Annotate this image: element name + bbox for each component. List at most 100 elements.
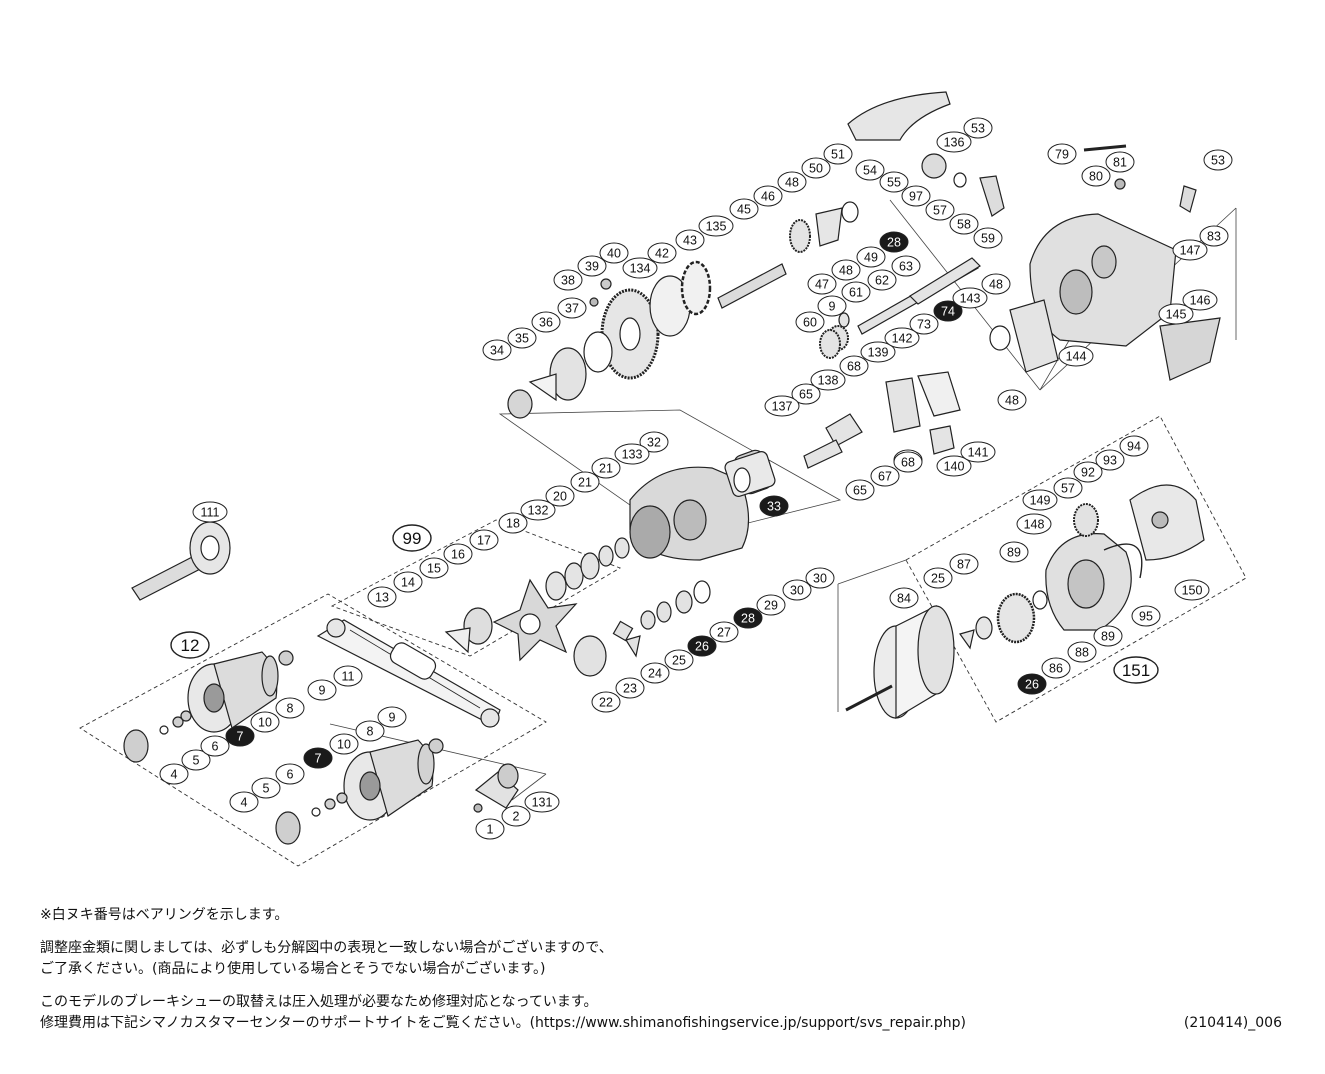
callout-25: 25 (664, 649, 694, 671)
callout-45: 45 (729, 198, 759, 220)
callout-132-label: 132 (528, 504, 549, 518)
callout-50-bubble (801, 157, 831, 179)
callout-145-label: 145 (1166, 308, 1187, 322)
callout-144-label: 144 (1066, 350, 1087, 364)
callout-53-19: 53 (1203, 149, 1233, 171)
callout-135-bubble (698, 215, 734, 237)
callout-12: 12 (170, 631, 210, 659)
repair-note-line-1: このモデルのブレーキシューの取替えは圧入処理が必要なため修理対応となっています。 (40, 994, 598, 1010)
callout-146-label: 146 (1190, 294, 1211, 308)
callout-20: 20 (545, 485, 575, 507)
callout-25-label: 25 (931, 572, 945, 586)
callout-37: 37 (557, 297, 587, 319)
bearing-note: ※白ヌキ番号はベアリングを示します。 (40, 907, 289, 923)
callout-144-bubble (1058, 345, 1094, 367)
callout-141: 141 (960, 441, 996, 463)
callout-134-bubble (622, 257, 658, 279)
callout-11: 11 (333, 665, 363, 687)
callout-50: 50 (801, 157, 831, 179)
callout-35-bubble (507, 327, 537, 349)
callout-36-bubble (531, 311, 561, 333)
callout-30: 30 (782, 579, 812, 601)
callout-18: 18 (498, 512, 528, 534)
callout-7-label: 7 (315, 752, 322, 766)
callout-23-bubble (615, 677, 645, 699)
callout-65-label: 65 (853, 484, 867, 498)
callout-95: 95 (1131, 605, 1161, 627)
callout-61-bubble (841, 281, 871, 303)
callout-133-bubble (614, 443, 650, 465)
frame (1029, 144, 1221, 381)
wrench-tool (131, 521, 231, 601)
callout-34-label: 34 (490, 344, 504, 358)
callout-79-bubble (1047, 143, 1077, 165)
callout-21-label: 21 (578, 476, 592, 490)
callout-40: 40 (599, 242, 629, 264)
callout-15-label: 15 (427, 562, 441, 576)
callout-48-label: 48 (839, 264, 853, 278)
callout-48-label: 48 (785, 176, 799, 190)
callout-89-bubble (1093, 625, 1123, 647)
callout-8: 8 (275, 697, 305, 719)
callout-89: 89 (999, 541, 1029, 563)
callout-1-bubble (475, 818, 505, 840)
callout-33: 33 (759, 495, 789, 517)
callout-143-bubble (952, 287, 988, 309)
callout-25-bubble (664, 649, 694, 671)
callout-60-label: 60 (803, 316, 817, 330)
callout-7-label: 7 (237, 730, 244, 744)
callout-39-bubble (577, 255, 607, 277)
callout-133-label: 133 (622, 448, 643, 462)
callout-14-label: 14 (401, 576, 415, 590)
callout-138-label: 138 (818, 374, 839, 388)
group-boundaries (79, 415, 1247, 867)
callout-51: 51 (823, 143, 853, 165)
callout-65-bubble (791, 383, 821, 405)
callout-74: 74 (933, 300, 963, 322)
callout-15-bubble (419, 557, 449, 579)
callout-24-bubble (640, 662, 670, 684)
callout-87: 87 (949, 553, 979, 575)
callout-73-bubble (909, 313, 939, 335)
callout-9: 9 (307, 679, 337, 701)
drive-shaft-parts (573, 580, 711, 677)
callout-23-label: 23 (623, 682, 637, 696)
callout-37-label: 37 (565, 302, 579, 316)
callout-89-label: 89 (1007, 546, 1021, 560)
bearing-33 (724, 451, 776, 497)
callout-27: 27 (709, 621, 739, 643)
callout-1: 1 (475, 818, 505, 840)
callout-73-label: 73 (917, 318, 931, 332)
callout-87-label: 87 (957, 558, 971, 572)
callout-143: 143 (952, 287, 988, 309)
callout-5-label: 5 (193, 754, 200, 768)
callout-49: 49 (856, 246, 886, 268)
callout-8-label: 8 (367, 725, 374, 739)
callout-22-label: 22 (599, 696, 613, 710)
callout-146-bubble (1182, 289, 1218, 311)
callout-48-bubble (831, 259, 861, 281)
callout-4-3: 4 (229, 791, 259, 813)
callout-80-bubble (1081, 165, 1111, 187)
callout-32-label: 32 (647, 436, 661, 450)
callout-139: 139 (860, 341, 896, 363)
callout-9-label: 9 (319, 684, 326, 698)
callout-9-label: 9 (829, 300, 836, 314)
callout-37-bubble (557, 297, 587, 319)
callout-51-bubble (823, 143, 853, 165)
callout-54-label: 54 (863, 164, 877, 178)
callout-45-label: 45 (737, 203, 751, 217)
callout-151-label: 151 (1122, 661, 1150, 680)
callout-14: 14 (393, 571, 423, 593)
callout-139-bubble (860, 341, 896, 363)
callout-26-label: 26 (695, 640, 709, 654)
callout-53-bubble (1203, 149, 1233, 171)
callout-148-bubble (1016, 513, 1052, 535)
callout-141-label: 141 (968, 446, 989, 460)
callout-6-label: 6 (287, 768, 294, 782)
callout-68-22: 68 (893, 451, 923, 473)
callout-5-bubble (251, 777, 281, 799)
callout-47-label: 47 (815, 278, 829, 292)
callout-92: 92 (1073, 461, 1103, 483)
callout-7: 7 (225, 725, 255, 747)
